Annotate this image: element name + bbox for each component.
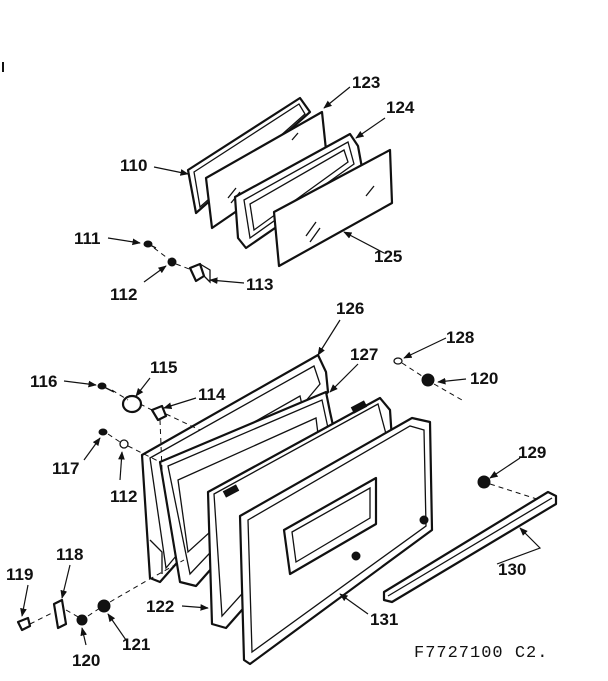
door-handle-130 bbox=[382, 490, 558, 604]
screw-116 bbox=[97, 382, 115, 393]
nut-120-right bbox=[421, 373, 435, 387]
screw-117 bbox=[98, 428, 108, 436]
label-116: 116 bbox=[30, 372, 57, 391]
washer-112-left bbox=[119, 439, 129, 449]
outer-door-panel-131 bbox=[238, 416, 434, 666]
label-129: 129 bbox=[518, 443, 546, 462]
label-127: 127 bbox=[350, 345, 378, 364]
drawing-code: F7727100 C2. bbox=[414, 644, 548, 663]
label-110: 110 bbox=[120, 156, 147, 175]
label-131: 131 bbox=[370, 610, 398, 629]
label-125: 125 bbox=[374, 247, 402, 266]
label-119: 119 bbox=[6, 565, 33, 584]
label-120-right: 120 bbox=[470, 369, 498, 388]
label-113: 113 bbox=[246, 275, 273, 294]
bracket-114 bbox=[150, 404, 168, 422]
label-121: 121 bbox=[122, 635, 150, 654]
label-114: 114 bbox=[198, 385, 226, 404]
label-112-top: 112 bbox=[110, 285, 137, 304]
leader-lines bbox=[20, 86, 542, 646]
label-123: 123 bbox=[352, 73, 380, 92]
label-112-left: 112 bbox=[110, 487, 137, 506]
assembly-lines-lower bbox=[29, 362, 541, 625]
assembly-line-upper bbox=[153, 247, 193, 271]
screw-111 bbox=[143, 240, 157, 249]
label-120-bottom: 120 bbox=[72, 651, 100, 670]
window-glass-125 bbox=[272, 148, 394, 268]
screw-128 bbox=[393, 357, 403, 365]
screw-119 bbox=[16, 616, 32, 632]
label-111: 111 bbox=[74, 229, 101, 248]
label-130: 130 bbox=[498, 560, 526, 579]
label-117: 117 bbox=[52, 459, 79, 478]
clip-113 bbox=[188, 262, 211, 284]
label-126: 126 bbox=[336, 299, 364, 318]
label-128: 128 bbox=[446, 328, 474, 347]
label-122: 122 bbox=[146, 597, 174, 616]
nut-129 bbox=[477, 475, 491, 489]
nut-121 bbox=[97, 599, 111, 613]
nut-120-bottom bbox=[76, 614, 88, 626]
label-115: 115 bbox=[150, 358, 177, 377]
label-118: 118 bbox=[56, 545, 83, 564]
window-frame-124 bbox=[233, 132, 364, 250]
label-124: 124 bbox=[386, 98, 415, 117]
hinge-118 bbox=[52, 598, 68, 630]
bumper-115 bbox=[121, 394, 143, 414]
